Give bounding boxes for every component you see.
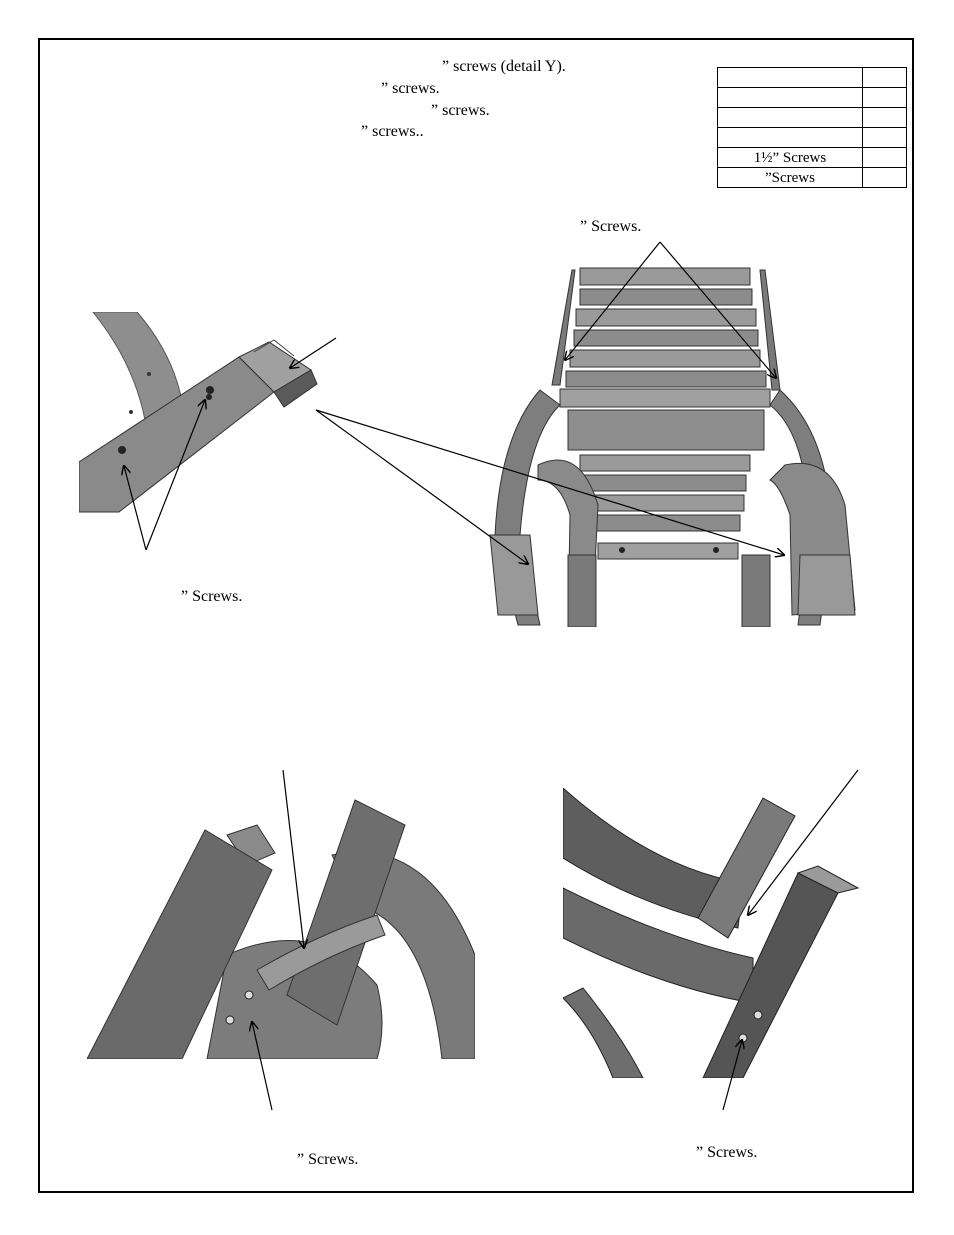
instruction-line-3: ” screws. bbox=[431, 102, 490, 119]
parts-row bbox=[717, 67, 907, 88]
arrow-br-lower bbox=[722, 1040, 742, 1111]
arrow-top-right bbox=[659, 241, 776, 378]
bottom-right-detail-photo bbox=[563, 788, 863, 1078]
parts-row: ”Screws bbox=[717, 167, 907, 188]
instruction-line-4: ” screws.. bbox=[361, 123, 424, 140]
parts-row bbox=[717, 107, 907, 128]
part-name: ”Screws bbox=[717, 167, 863, 188]
instruction-line-1: ” screws (detail Y). bbox=[442, 58, 566, 75]
arrow-left-arm bbox=[315, 409, 528, 564]
callout-top-right: ” Screws. bbox=[580, 218, 642, 235]
instruction-line-2: ” screws. bbox=[381, 80, 440, 97]
page-border bbox=[38, 38, 914, 1193]
arrow-right-arm bbox=[315, 409, 784, 555]
callout-left-detail: ” Screws. bbox=[181, 588, 243, 605]
arrow-bl-upper bbox=[282, 769, 304, 948]
callout-bottom-left: ” Screws. bbox=[297, 1151, 359, 1168]
parts-table: 1½” Screws ”Screws bbox=[717, 67, 907, 188]
chair-assembly-photo bbox=[480, 265, 860, 627]
arrow-bl-lower bbox=[252, 1022, 273, 1111]
arrow-screw-2 bbox=[145, 400, 205, 551]
callout-bottom-right: ” Screws. bbox=[696, 1144, 758, 1161]
arrow-end-cap bbox=[290, 337, 337, 368]
parts-row: 1½” Screws bbox=[717, 147, 907, 168]
part-qty bbox=[862, 167, 907, 188]
arrow-screw-1 bbox=[124, 466, 147, 551]
arrow-br-upper bbox=[748, 769, 859, 915]
arrow-top-left bbox=[565, 241, 661, 360]
